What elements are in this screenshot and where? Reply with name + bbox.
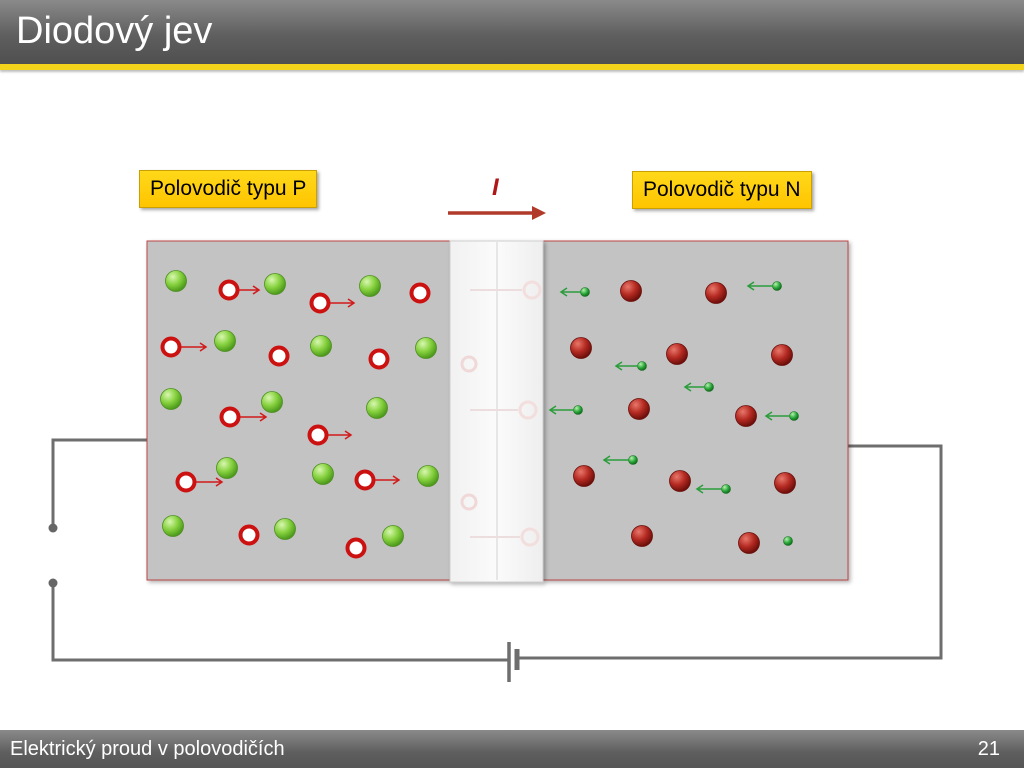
hole-circle-icon xyxy=(218,279,240,301)
arrow-left-icon xyxy=(602,455,629,465)
footer-bar: Elektrický proud v polovodičích 21 xyxy=(0,730,1024,768)
hole-circle-icon xyxy=(175,471,197,493)
donor-ion-icon xyxy=(666,343,688,365)
terminal-dot-bottom xyxy=(48,578,58,588)
arrow-left-icon xyxy=(746,281,773,291)
electron-icon xyxy=(789,411,799,421)
electron-icon xyxy=(704,382,714,392)
donor-ions xyxy=(570,280,796,554)
hole-circle-icon xyxy=(238,524,260,546)
wire-right xyxy=(516,444,943,660)
p-type-label-text: Polovodič typu P xyxy=(150,177,307,200)
arrow-left-icon xyxy=(614,361,638,371)
electrons xyxy=(573,281,799,546)
circuit-wires xyxy=(51,438,943,662)
electron-icon xyxy=(783,536,793,546)
electron-icon xyxy=(573,405,583,415)
acceptor-ion-icon xyxy=(216,457,238,479)
arrow-left-icon xyxy=(559,287,581,297)
donor-ion-icon xyxy=(774,472,796,494)
slide-title: Diodový jev xyxy=(16,10,213,52)
acceptor-ion-icon xyxy=(415,337,437,359)
battery-icon xyxy=(507,642,520,682)
donor-ion-icon xyxy=(620,280,642,302)
electron-arrows xyxy=(548,281,790,494)
wire-left xyxy=(51,438,148,528)
donor-ion-icon xyxy=(705,282,727,304)
arrow-right-icon xyxy=(181,342,208,352)
donor-ion-icon xyxy=(735,405,757,427)
acceptor-ion-icon xyxy=(312,463,334,485)
acceptor-ion-icon xyxy=(382,525,404,547)
p-region xyxy=(146,240,451,581)
acceptor-ion-icon xyxy=(162,515,184,537)
n-type-label: Polovodič typu N xyxy=(632,171,812,209)
hole-circle-icon xyxy=(307,424,329,446)
donor-ion-icon xyxy=(771,344,793,366)
electron-icon xyxy=(772,281,782,291)
electron-icon xyxy=(580,287,590,297)
arrow-left-icon xyxy=(764,411,790,421)
faded-charges xyxy=(460,280,542,547)
hole-circle-icon xyxy=(409,282,431,304)
acceptor-ion-icon xyxy=(261,391,283,413)
p-type-label: Polovodič typu P xyxy=(139,170,318,208)
acceptor-ion-icon xyxy=(160,388,182,410)
acceptor-ion-icon xyxy=(165,270,187,292)
holes xyxy=(160,279,431,559)
title-bar: Diodový jev xyxy=(0,0,1024,70)
arrow-right-icon xyxy=(240,412,268,422)
page-number: 21 xyxy=(977,738,1000,760)
faded-arrows xyxy=(470,289,522,538)
donor-ion-icon xyxy=(738,532,760,554)
donor-ion-icon xyxy=(628,398,650,420)
n-type-label-text: Polovodič typu N xyxy=(643,178,801,201)
electron-icon xyxy=(637,361,647,371)
hole-arrows xyxy=(181,285,401,487)
hole-circle-icon xyxy=(268,345,290,367)
current-label: I xyxy=(492,174,499,201)
hole-circle-icon xyxy=(368,348,390,370)
electron-icon xyxy=(628,455,638,465)
acceptor-ion-icon xyxy=(366,397,388,419)
terminal-dot-top xyxy=(48,523,58,533)
acceptor-ions xyxy=(160,270,439,547)
donor-ion-icon xyxy=(573,465,595,487)
current-arrow xyxy=(448,206,546,220)
hole-circle-icon xyxy=(354,469,376,491)
wire-left-lower xyxy=(51,583,509,662)
arrow-right-icon xyxy=(328,430,353,440)
acceptor-ion-icon xyxy=(359,275,381,297)
arrow-left-icon xyxy=(683,382,705,392)
hole-circle-icon xyxy=(160,336,182,358)
acceptor-ion-icon xyxy=(214,330,236,352)
donor-ion-icon xyxy=(631,525,653,547)
acceptor-ion-icon xyxy=(264,273,286,295)
arrow-right-icon xyxy=(239,285,261,295)
electron-icon xyxy=(721,484,731,494)
donor-ion-icon xyxy=(669,470,691,492)
hole-circle-icon xyxy=(219,406,241,428)
n-region xyxy=(542,240,849,581)
arrow-right-icon xyxy=(196,477,224,487)
hole-circle-icon xyxy=(309,292,331,314)
arrow-right-icon xyxy=(375,475,401,485)
acceptor-ion-icon xyxy=(310,335,332,357)
arrow-right-icon xyxy=(330,298,356,308)
donor-ion-icon xyxy=(570,337,592,359)
hole-circle-icon xyxy=(345,537,367,559)
acceptor-ion-icon xyxy=(274,518,296,540)
switch-terminals xyxy=(48,523,58,588)
depletion-zone xyxy=(449,240,544,583)
arrow-left-icon xyxy=(695,484,722,494)
acceptor-ion-icon xyxy=(417,465,439,487)
arrow-left-icon xyxy=(548,405,574,415)
footer-title: Elektrický proud v polovodičích xyxy=(10,738,285,760)
